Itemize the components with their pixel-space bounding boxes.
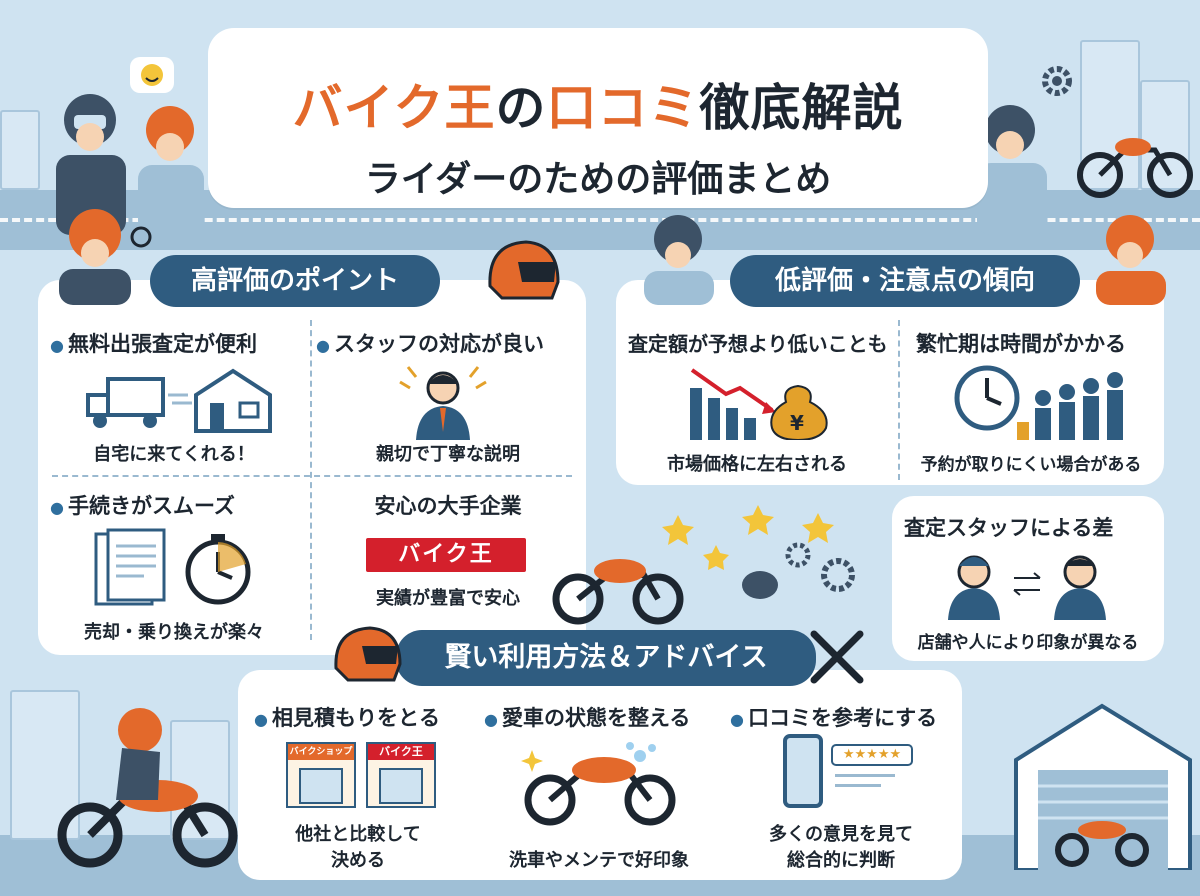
advice-item-2-title: ●愛車の状態を整える [484, 706, 691, 730]
page-title: バイク王の口コミ徹底解説 [208, 68, 988, 140]
gear-icon [1038, 62, 1076, 100]
ok-sign-rider-illustration [45, 195, 155, 305]
low-item-3-title: 査定スタッフによる差 [904, 516, 1114, 540]
garage-illustration [1010, 700, 1195, 870]
title-reviews: 口コミ [546, 79, 700, 137]
brand-logo-icon: バイク王 [366, 538, 526, 572]
high-item-2-caption: 親切で丁寧な説明 [376, 444, 520, 465]
clock-queue-icon [951, 358, 1141, 442]
high-rating-panel: ●無料出張査定が便利 自宅に来てくれる！ ●スタッフの対応が良い 親切で丁寧な説… [38, 280, 586, 655]
bike-shop-icon: バイクショップ [286, 742, 356, 808]
high-item-4-title: 安心の大手企業 [374, 494, 522, 518]
title-brand: バイク王 [292, 79, 496, 137]
bike-shop-sign: バイクショップ [288, 744, 354, 760]
building-decoration [0, 110, 40, 190]
advice-item-3-caption-line2: 総合的に判断 [787, 850, 895, 871]
low-item-3-caption: 店舗や人により印象が異なる [917, 633, 1139, 653]
high-item-1-caption: 自宅に来てくれる！ [93, 444, 255, 465]
low-item-2-title: 繁忙期は時間がかかる [916, 332, 1126, 356]
low-item-2-caption: 予約が取りにくい場合がある [920, 455, 1142, 475]
advice-item-1-caption-line1: 他社と比較して [295, 824, 421, 845]
documents-stopwatch-icon [90, 528, 270, 608]
advice-item-3-caption-line1: 多くの意見を見て [769, 824, 913, 845]
advice-item-1-title: ●相見積もりをとる [254, 706, 440, 730]
wrench-icon [806, 626, 868, 688]
high-rating-heading: 高評価のポイント [150, 255, 440, 307]
low-rating-panel-top: 査定額が予想より低いことも ¥ 市場価格に左右される 繁忙期は時間がかかる 予約… [616, 280, 1164, 485]
rider-on-motorcycle-illustration [40, 700, 240, 870]
high-item-1-title: ●無料出張査定が便利 [50, 332, 257, 356]
high-item-2-title: ●スタッフの対応が良い [316, 332, 544, 356]
road-centerline [0, 218, 1200, 222]
advice-item-3-title: ●口コミを参考にする [730, 706, 938, 730]
title-particle: の [495, 79, 547, 137]
smartphone-icon [783, 734, 823, 808]
advice-item-2-caption: 洗車やメンテで好印象 [509, 850, 689, 871]
thinking-rider-with-bike-illustration [965, 95, 1195, 235]
high-item-3-title: ●手続きがスムーズ [50, 494, 235, 518]
low-rating-heading: 低評価・注意点の傾向 [730, 255, 1080, 307]
building-decoration [10, 690, 80, 840]
advice-item-1-caption-line2: 決める [331, 850, 385, 871]
bike-wash-icon [520, 738, 690, 826]
fallen-bike-stars-illustration [548, 495, 878, 625]
worried-rider-illustration [620, 205, 730, 305]
shops-icon: バイクショップ バイク王 [286, 742, 436, 808]
bike-oh-shop-icon: バイク王 [366, 742, 436, 808]
truck-house-icon [78, 365, 278, 435]
title-explained: 徹底解説 [699, 79, 904, 137]
advice-panel: ●相見積もりをとる バイクショップ バイク王 他社と比較して 決める ●愛車の状… [238, 670, 962, 880]
two-staff-icon [942, 548, 1117, 620]
high-item-4-caption: 実績が豊富で安心 [376, 588, 520, 609]
advice-heading: 賢い利用方法＆アドバイス [396, 630, 816, 686]
declining-chart-yen-icon: ¥ [686, 362, 836, 440]
smartphone-review-icon: ★★★★★ [783, 734, 913, 814]
low-rating-panel-bottom: 査定スタッフによる差 店舗や人により印象が異なる [892, 496, 1164, 661]
high-item-3-caption: 売却・乗り換えが楽々 [84, 622, 264, 643]
bike-oh-shop-sign: バイク王 [368, 744, 434, 760]
star-rating-icon: ★★★★★ [831, 744, 913, 766]
helmet-icon [330, 624, 404, 686]
title-card: バイク王の口コミ徹底解説 ライダーのための評価まとめ [208, 28, 988, 208]
low-item-1-caption: 市場価格に左右される [667, 454, 847, 475]
confused-rider-illustration [1080, 205, 1190, 305]
staff-icon [388, 362, 498, 442]
helmet-icon [482, 236, 562, 306]
svg-text:¥: ¥ [790, 411, 804, 435]
page-subtitle: ライダーのための評価まとめ [364, 159, 832, 200]
low-item-1-title: 査定額が予想より低いことも [628, 332, 888, 356]
